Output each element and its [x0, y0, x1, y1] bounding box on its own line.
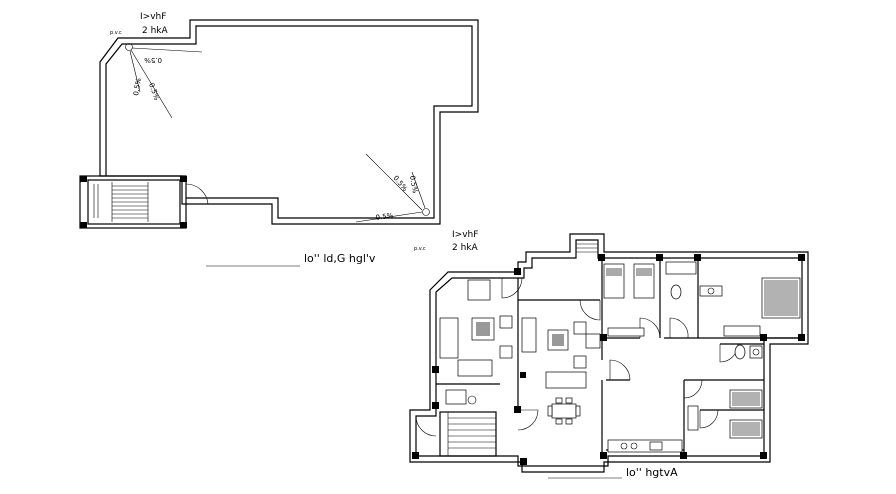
floor-interior-walls — [436, 258, 800, 456]
kitchen-counter — [607, 439, 683, 453]
floor-columns — [412, 254, 805, 465]
roof-drain-sub: 2 hkA — [142, 26, 169, 36]
lower-bedroom — [687, 389, 763, 439]
reception-furniture — [521, 317, 601, 425]
roof-plan: 0.5% 0.5% 0.5% 0.5% 0.5% 0.5% I>vhF 2 hk… — [79, 12, 479, 267]
roof-drain-label: I>vhF — [140, 12, 166, 22]
floor-drain-sub: 2 hkA — [452, 243, 479, 253]
bathroom-fixtures — [665, 261, 763, 360]
floor-plan: I>vhF 2 hkA p.v.c — [409, 230, 809, 479]
living-room-furniture — [439, 279, 513, 405]
floor-plan-title: lo'' hgtvA — [626, 466, 678, 479]
roof-slope-label: 0.5% — [147, 82, 161, 102]
floor-drain-label: I>vhF — [452, 230, 478, 240]
roof-pvc-label: p.v.c — [110, 30, 122, 36]
roof-drain-bottom — [355, 153, 430, 223]
roof-slope-label: 0.5% — [144, 56, 162, 64]
roof-slope-label: 0.5% — [132, 77, 143, 96]
floor-staircase — [432, 402, 497, 457]
roof-drain-top — [125, 43, 203, 119]
bedroom-twin-beds — [603, 263, 655, 337]
roof-slope-label: 0.5% — [408, 175, 419, 194]
roof-outline — [99, 19, 479, 225]
floor-pvc-label: p.v.c — [414, 246, 426, 252]
master-bedroom — [723, 277, 801, 337]
roof-plan-title: lo'' ld,G hgl'v — [304, 252, 376, 265]
roof-slope-label: 0.5% — [375, 212, 394, 222]
roof-stair-block — [79, 175, 209, 229]
roof-slope-label: 0.5% — [391, 174, 409, 193]
